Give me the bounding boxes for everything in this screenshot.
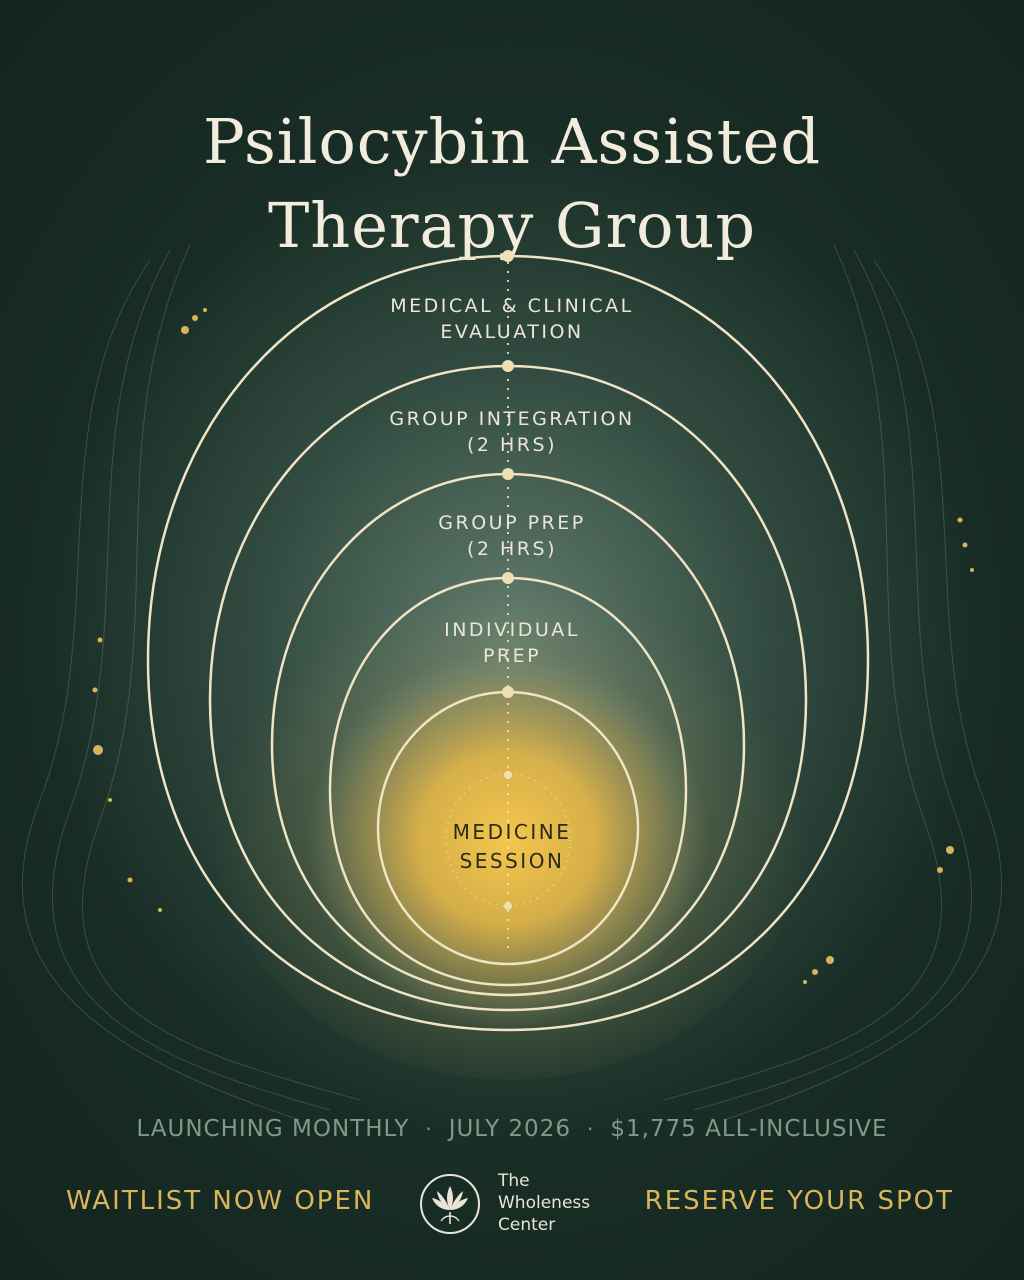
stage-line: PREP <box>482 645 542 667</box>
stage-line: MEDICAL & CLINICAL <box>390 295 634 317</box>
stage-line: EVALUATION <box>440 321 584 343</box>
node-medicine <box>502 686 514 698</box>
node-individual-prep <box>502 572 514 584</box>
ring-group-prep <box>270 472 746 997</box>
info-separator: · <box>425 1117 433 1141</box>
info-frequency: LAUNCHING MONTHLY <box>136 1116 410 1142</box>
center-line: MEDICINE <box>452 820 572 844</box>
stage-line: (2 HRS) <box>466 434 557 456</box>
node-inner-bottom <box>504 902 512 910</box>
program-info: LAUNCHING MONTHLY · JULY 2026 · $1,775 A… <box>0 1116 1024 1142</box>
stage-line: (2 HRS) <box>466 538 557 560</box>
axis-nodes <box>502 250 514 910</box>
footer: WAITLIST NOW OPEN The Wholeness Center <box>0 1168 1024 1240</box>
center-line: SESSION <box>459 849 565 873</box>
ring-individual-prep <box>328 576 688 987</box>
info-separator: · <box>586 1117 595 1141</box>
lotus-icon <box>420 1174 480 1234</box>
node-medical <box>502 250 514 262</box>
rings <box>146 254 870 1032</box>
gold-dots-right <box>803 517 974 984</box>
stage-group-prep: GROUP PREP (2 HRS) <box>352 510 672 562</box>
brand-line: Wholeness <box>498 1193 591 1213</box>
stage-medical-evaluation: MEDICAL & CLINICAL EVALUATION <box>352 293 672 345</box>
node-group-prep <box>502 468 514 480</box>
waitlist-link[interactable]: WAITLIST NOW OPEN <box>66 1186 375 1216</box>
brand-name: The Wholeness Center <box>498 1170 590 1236</box>
brand-line: The <box>498 1171 530 1191</box>
page-title: Psilocybin Assisted Therapy Group <box>0 100 1024 268</box>
ring-group-integration <box>208 364 808 1012</box>
ring-medical-evaluation <box>146 254 870 1032</box>
stage-group-integration: GROUP INTEGRATION (2 HRS) <box>352 406 672 458</box>
reserve-spot-link[interactable]: RESERVE YOUR SPOT <box>644 1186 954 1216</box>
flow-lines <box>21 244 1003 1121</box>
stage-line: GROUP INTEGRATION <box>389 408 635 430</box>
gold-dots-left <box>92 308 207 912</box>
title-line-1: Psilocybin Assisted <box>202 104 822 178</box>
title-line-2: Therapy Group <box>267 188 757 262</box>
info-date: JULY 2026 <box>448 1116 571 1142</box>
node-inner-top <box>504 771 512 779</box>
stage-line: INDIVIDUAL <box>444 619 580 641</box>
info-price: $1,775 ALL-INCLUSIVE <box>610 1116 888 1142</box>
node-integration <box>502 360 514 372</box>
stage-medicine-session: MEDICINE SESSION <box>352 818 672 876</box>
stage-line: GROUP PREP <box>438 512 586 534</box>
stage-individual-prep: INDIVIDUAL PREP <box>352 617 672 669</box>
brand-logo: The Wholeness Center <box>418 1168 618 1240</box>
brand-line: Center <box>498 1215 556 1235</box>
